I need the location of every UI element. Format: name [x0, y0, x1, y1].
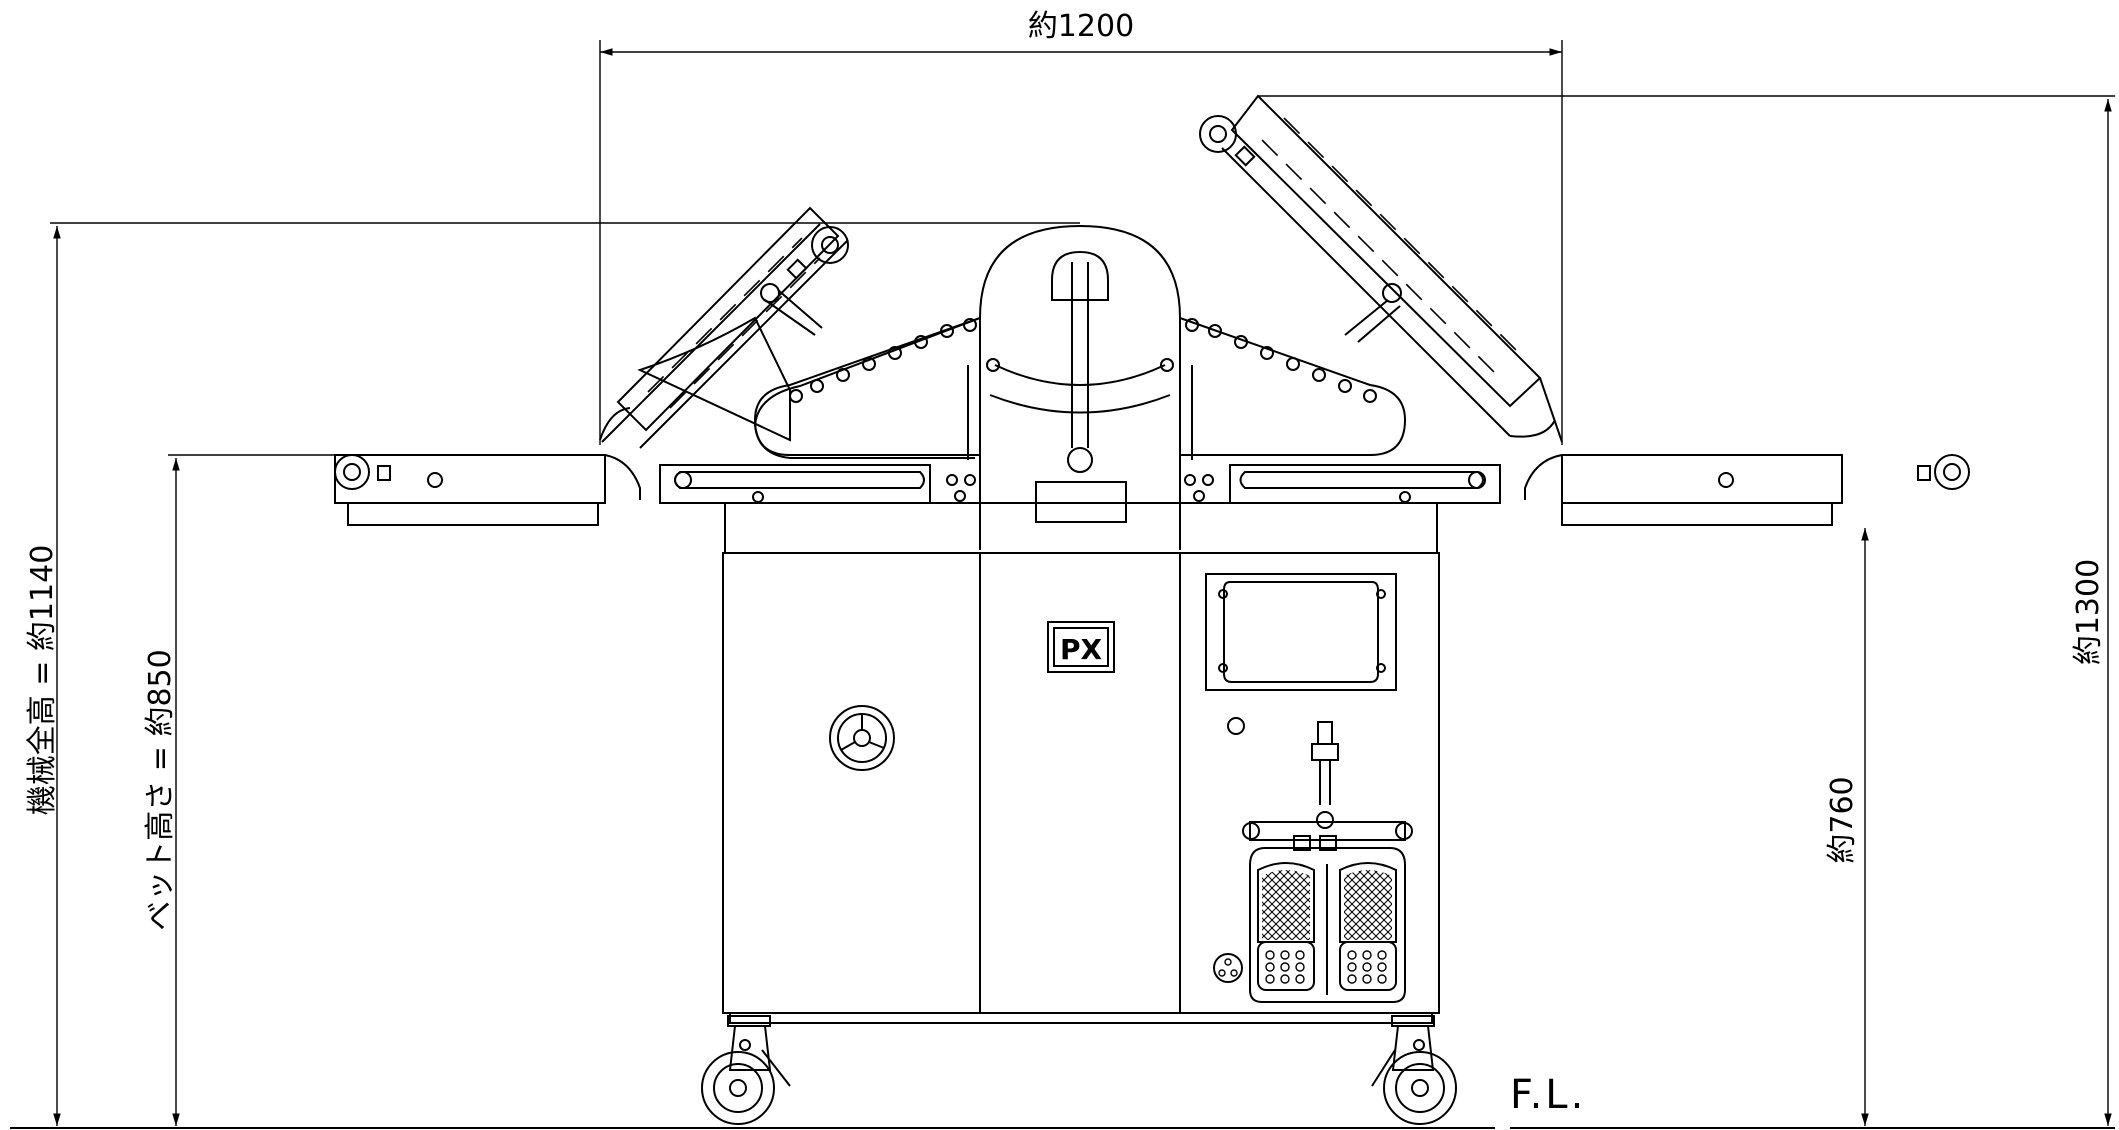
raised-height-label: 約1300	[2071, 559, 2106, 665]
bed-height-label: ベット高さ = 約850	[143, 649, 178, 930]
dimension-raised-height	[1258, 95, 2115, 1126]
right-caster	[1371, 1015, 1457, 1125]
dimension-bed-height	[168, 454, 600, 1126]
px-badge	[1047, 621, 1115, 673]
pedal-dots-left	[1265, 950, 1305, 984]
machine-height-label: 機械全高 = 約1140	[25, 545, 60, 816]
right-wing-cover	[1179, 317, 1407, 456]
floor-label: F.L.	[1510, 1072, 1586, 1118]
pedal-dots-right	[1347, 950, 1387, 984]
left-table	[334, 454, 976, 526]
left-caster	[701, 1015, 791, 1125]
left-wing-cover	[637, 316, 981, 459]
central-tower	[967, 224, 1193, 550]
control-display	[1205, 573, 1397, 735]
cable-connector	[1311, 721, 1339, 829]
foot-pedal-assembly	[1242, 821, 1413, 1003]
right-conveyor-raised	[1199, 94, 1563, 443]
power-socket-icon	[1213, 953, 1243, 983]
handwheel-icon	[829, 705, 895, 771]
dimension-overall-width	[599, 40, 1563, 445]
cabinet	[722, 502, 1440, 1024]
px-badge-label: PX	[1060, 633, 1103, 666]
overall-width-label: 約1200	[1028, 9, 1134, 44]
left-conveyor-raised	[599, 206, 849, 449]
right-table	[1184, 454, 1970, 526]
dimension-machine-height	[50, 222, 1080, 1126]
table-height-label: 約760	[1825, 776, 1860, 863]
